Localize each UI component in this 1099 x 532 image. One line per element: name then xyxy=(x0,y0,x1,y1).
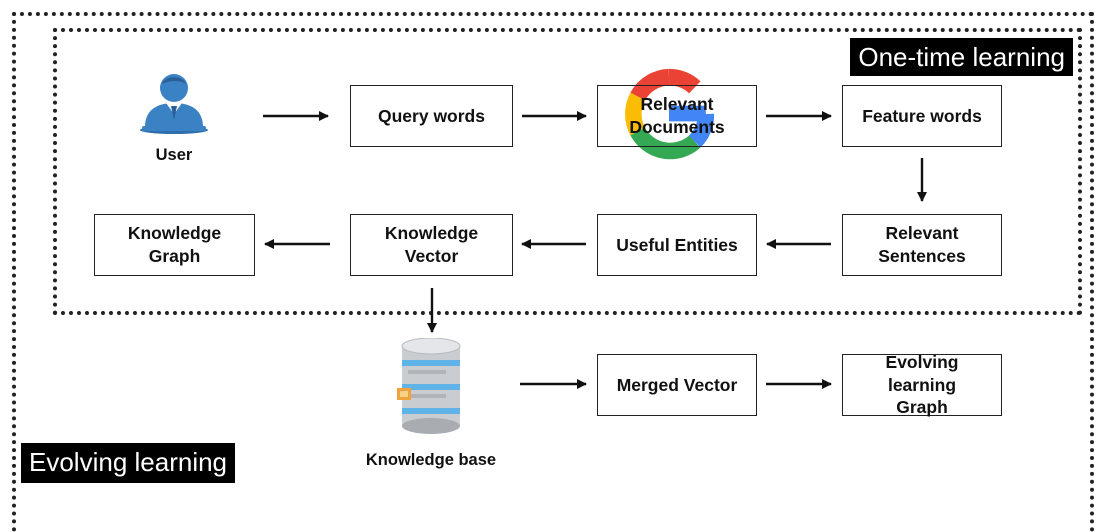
knowledge-base-label: Knowledge base xyxy=(365,451,497,469)
one-time-learning-label: One-time learning xyxy=(850,38,1073,76)
relevant-sentences-label: Relevant Sentences xyxy=(878,223,966,266)
useful-entities-box: Useful Entities xyxy=(597,214,757,276)
query-words-label: Query words xyxy=(378,105,485,126)
one-time-learning-frame xyxy=(53,28,1082,315)
evolving-learning-graph-label: Evolving learning Graph xyxy=(885,351,959,418)
knowledge-vector-label: Knowledge Vector xyxy=(384,223,479,266)
feature-words-label: Feature words xyxy=(862,105,982,126)
evolving-learning-label: Evolving learning xyxy=(21,443,236,483)
feature-words-box: Feature words xyxy=(842,85,1002,147)
relevant-sentences-box: Relevant Sentences xyxy=(842,214,1002,276)
evolving-learning-frame xyxy=(12,12,1094,532)
evolving-learning-graph-box: Evolving learning Graph xyxy=(842,351,1002,418)
user-label: User xyxy=(155,146,193,164)
query-words-box: Query words xyxy=(350,85,513,147)
merged-vector-label: Merged Vector xyxy=(616,374,738,395)
merged-vector-box: Merged Vector xyxy=(597,354,757,416)
useful-entities-label: Useful Entities xyxy=(616,234,738,255)
relevant-documents-box: Relevant Documents xyxy=(597,85,757,147)
knowledge-graph-label: Knowledge Graph xyxy=(127,223,222,266)
knowledge-graph-box: Knowledge Graph xyxy=(94,214,255,276)
database-icon xyxy=(397,338,461,434)
knowledge-vector-box: Knowledge Vector xyxy=(350,214,513,276)
relevant-documents-label: Relevant Documents xyxy=(629,94,725,137)
user-icon xyxy=(140,74,208,134)
